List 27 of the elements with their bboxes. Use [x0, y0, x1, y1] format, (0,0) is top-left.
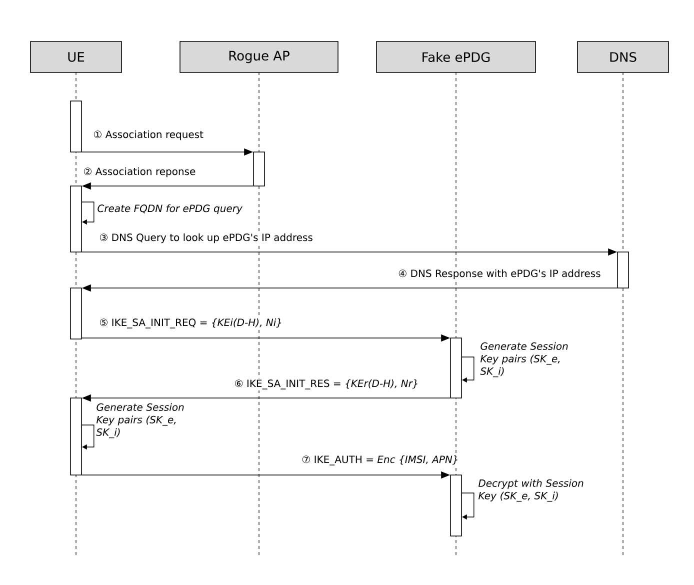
- activation-bar: [617, 252, 629, 288]
- activation-bar: [70, 100, 82, 152]
- edge-label: ③ DNS Query to look up ePDG's IP address: [100, 233, 312, 244]
- activation-bar: [450, 474, 462, 536]
- note-label: Create FQDN for ePDG query: [98, 204, 243, 214]
- note-label: Generate Session Key pairs (SK_e, SK_i): [480, 342, 568, 378]
- participant-box: UE: [30, 41, 122, 73]
- edge-label: ⑤ IKE_SA_INIT_REQ = {KEi(D-H), Ni}: [100, 318, 282, 328]
- participant-box: Fake ePDG: [376, 41, 536, 73]
- self-arrow: [82, 424, 94, 450]
- activation-bar: [70, 186, 82, 252]
- edge-label: ① Association request: [94, 130, 204, 140]
- edge-label: ⑦ IKE_AUTH = Enc {IMSI, APN}: [302, 455, 458, 466]
- self-arrow: [462, 356, 474, 383]
- activation-bar: [253, 152, 265, 186]
- participant-box: Rogue AP: [180, 41, 338, 73]
- edge-label: ② Association reponse: [84, 167, 196, 178]
- participant-box: DNS: [577, 41, 669, 73]
- self-arrow: [462, 492, 474, 520]
- self-arrow: [82, 202, 94, 225]
- edge-label: ④ DNS Response with ePDG's IP address: [398, 269, 600, 280]
- note-label: Decrypt with Session Key (SK_e, SK_i): [478, 479, 584, 502]
- activation-bar: [70, 398, 82, 476]
- edge-label: ⑥ IKE_SA_INIT_RES = {KEr(D-H), Nr}: [235, 379, 418, 390]
- note-label: Generate Session Key pairs (SK_e, SK_i): [96, 403, 184, 438]
- activation-bar: [450, 338, 462, 398]
- activation-bar: [70, 288, 82, 340]
